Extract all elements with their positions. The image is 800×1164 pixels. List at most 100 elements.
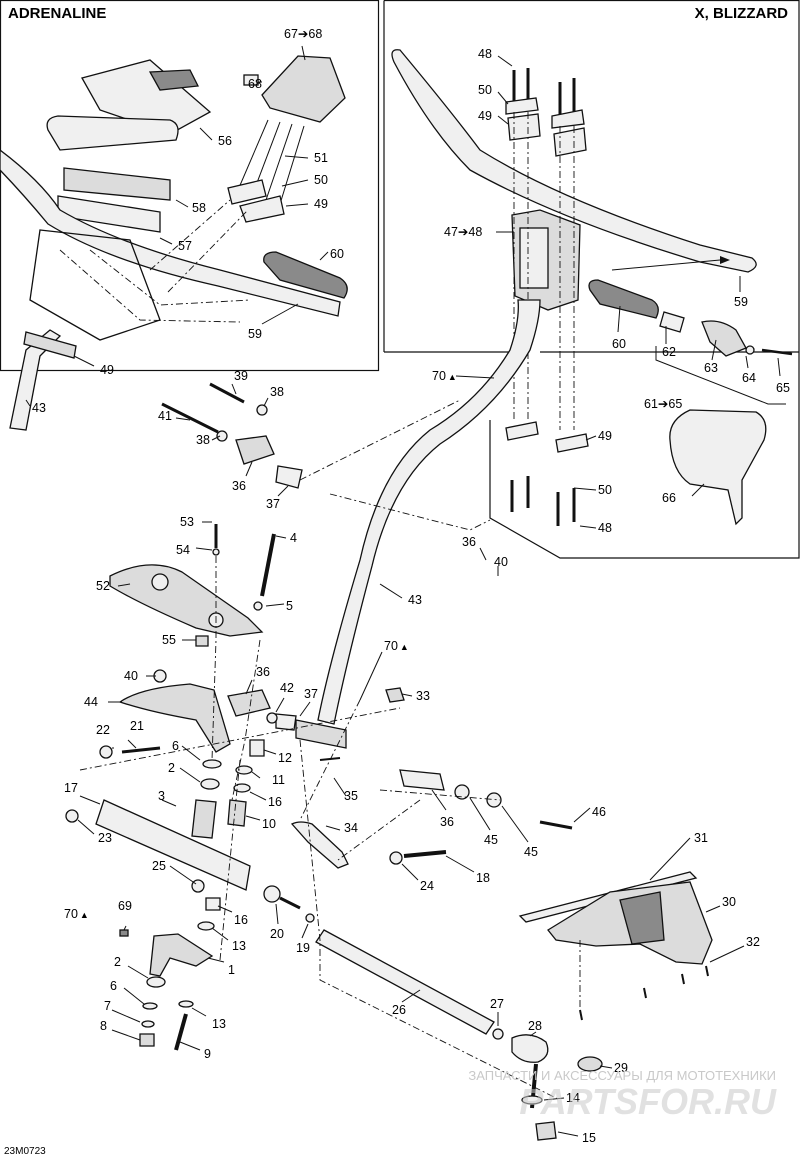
callout-61-65: 61➔65: [644, 397, 682, 411]
tie-rod-26: [315, 929, 495, 1035]
callout-49a: 49: [314, 197, 328, 211]
arrow-icon: ➔: [658, 397, 669, 411]
callout-10: 10: [262, 817, 276, 831]
callout-5: 5: [286, 599, 293, 613]
callout-58: 58: [192, 201, 206, 215]
bushing-3: [191, 799, 217, 839]
callout-45b: 45: [524, 845, 538, 859]
callout-37a: 37: [266, 497, 280, 511]
callout-26: 26: [392, 1003, 406, 1017]
lubricant-drop-icon: ▲: [80, 910, 89, 920]
callout-38a: 38: [270, 385, 284, 399]
clip-68: [243, 74, 259, 86]
leader-lines: [25, 45, 786, 1137]
callout-67-68: 67➔68: [284, 27, 322, 41]
callout-25: 25: [152, 859, 166, 873]
callout-56: 56: [218, 134, 232, 148]
blizzard-assembly: [391, 49, 793, 526]
link-rod-34: [290, 821, 349, 869]
callout-49d: 49: [598, 429, 612, 443]
adrenaline-title: ADRENALINE: [8, 5, 106, 22]
callout-37b: 37: [304, 687, 318, 701]
callout-12: 12: [278, 751, 292, 765]
blizzard-title: X, BLIZZARD: [695, 5, 788, 22]
callout-66: 66: [662, 491, 676, 505]
callout-50c: 50: [598, 483, 612, 497]
grip-60: [263, 251, 348, 299]
callout-8: 8: [100, 1019, 107, 1033]
callout-32: 32: [746, 935, 760, 949]
bracket-44: [118, 683, 231, 753]
callout-70b: 70▲: [384, 639, 409, 653]
callout-63: 63: [704, 361, 718, 375]
lubricant-drop-icon: ▲: [448, 372, 457, 382]
callout-40b: 40: [124, 669, 138, 683]
callout-70a: 70▲: [432, 369, 457, 383]
blizzard-panel-frame: [384, 0, 800, 559]
callout-69: 69: [118, 899, 132, 913]
grip-60-blizzard: [588, 279, 659, 319]
callout-60b: 60: [612, 337, 626, 351]
watermark-site: PARTSFOR.RU: [519, 1081, 777, 1122]
callout-23: 23: [98, 831, 112, 845]
callout-6b: 6: [110, 979, 117, 993]
callout-49b: 49: [100, 363, 114, 377]
callout-64: 64: [742, 371, 756, 385]
tie-bar-17: [95, 799, 251, 891]
callout-42: 42: [280, 681, 294, 695]
watermark-tagline: ЗАПЧАСТИ И АКСЕССУАРЫ ДЛЯ МОТОТЕХНИКИ: [468, 1068, 776, 1083]
callout-36a: 36: [232, 479, 246, 493]
callout-6a: 6: [172, 739, 179, 753]
callout-49c: 49: [478, 109, 492, 123]
callout-16b: 16: [234, 913, 248, 927]
callout-53: 53: [180, 515, 194, 529]
adrenaline-panel-frame: [0, 0, 380, 372]
lubricant-drop-icon: ▲: [400, 642, 409, 652]
callout-21: 21: [130, 719, 144, 733]
callout-16a: 16: [268, 795, 282, 809]
arrow-icon: ➔: [458, 225, 469, 239]
callout-3: 3: [158, 789, 165, 803]
callout-59b: 59: [734, 295, 748, 309]
callout-45a: 45: [484, 833, 498, 847]
callout-29: 29: [614, 1061, 628, 1075]
callout-38b: 38: [196, 433, 210, 447]
foam-pad-58: [46, 115, 179, 151]
callout-4: 4: [290, 531, 297, 545]
callout-50a: 50: [314, 173, 328, 187]
callout-28: 28: [528, 1019, 542, 1033]
callout-48a: 48: [478, 47, 492, 61]
steering-column-43: [317, 299, 541, 725]
callout-30: 30: [722, 895, 736, 909]
callout-57: 57: [178, 239, 192, 253]
callout-44: 44: [84, 695, 98, 709]
callout-41: 41: [158, 409, 172, 423]
callout-68: 68: [248, 77, 262, 91]
callout-17: 17: [64, 781, 78, 795]
handlebar-pad: [81, 59, 212, 135]
callout-14: 14: [566, 1091, 580, 1105]
foam-pad-57: [63, 167, 171, 201]
callout-51: 51: [314, 151, 328, 165]
callout-31: 31: [694, 831, 708, 845]
callout-47-48: 47➔48: [444, 225, 482, 239]
callout-27: 27: [490, 997, 504, 1011]
callout-34: 34: [344, 821, 358, 835]
callout-13a: 13: [232, 939, 246, 953]
callout-48b: 48: [598, 521, 612, 535]
callout-19: 19: [296, 941, 310, 955]
callout-22: 22: [96, 723, 110, 737]
callout-35: 35: [344, 789, 358, 803]
callout-9: 9: [204, 1047, 211, 1061]
callout-65: 65: [776, 381, 790, 395]
callout-36d: 36: [440, 815, 454, 829]
callout-1: 1: [228, 963, 235, 977]
callout-20: 20: [270, 927, 284, 941]
callout-43b: 43: [408, 593, 422, 607]
callout-50b: 50: [478, 83, 492, 97]
callout-18: 18: [476, 871, 490, 885]
handlebar-cover: [261, 55, 346, 123]
callout-7: 7: [104, 999, 111, 1013]
callout-24: 24: [420, 879, 434, 893]
